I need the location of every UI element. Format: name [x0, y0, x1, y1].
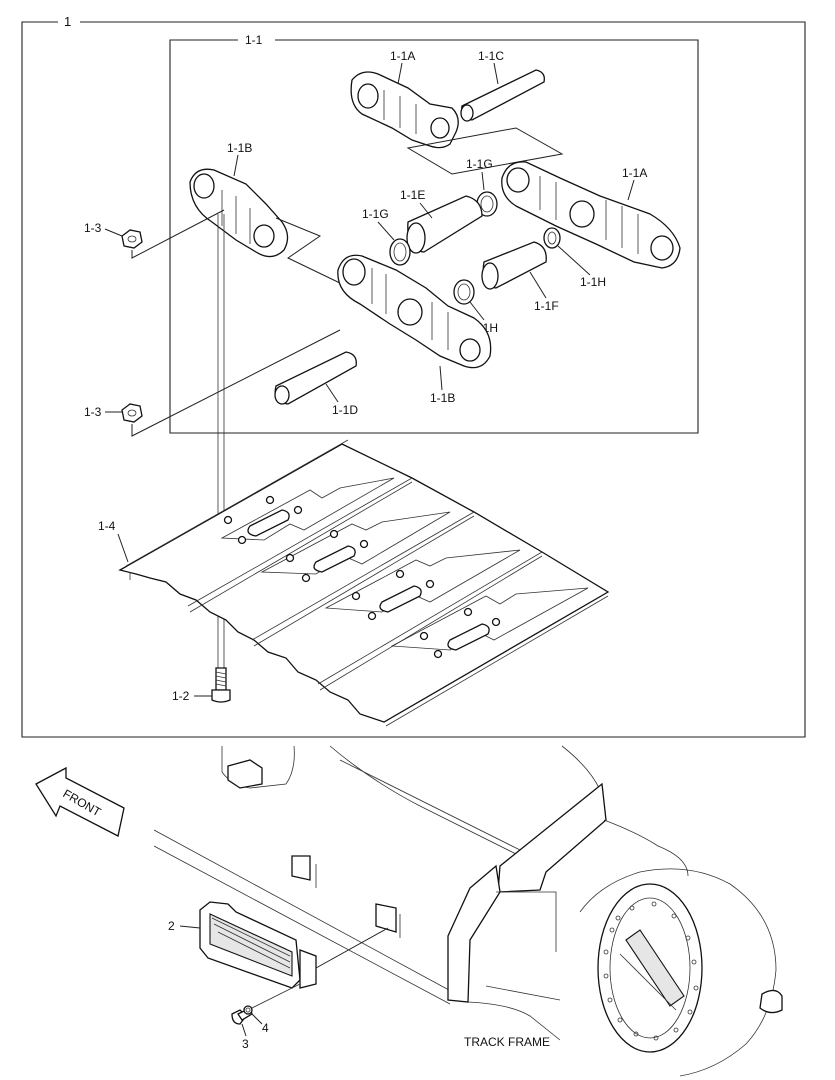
label-chain: 1-1	[245, 33, 263, 47]
label-link-1-1b-left: 1-1B	[227, 141, 252, 155]
assembly-frame: 1	[21, 14, 806, 738]
label-seal-1-1h-right: 1-1H	[580, 275, 606, 289]
shoe-bolt-holes	[223, 495, 501, 659]
label-nut-top: 1-3	[84, 221, 102, 235]
connector-left	[275, 217, 343, 285]
label-guard: 2	[168, 919, 175, 933]
link-center	[337, 254, 492, 369]
washer-4: 4	[243, 983, 301, 1035]
label-link-1-1b-bottom: 1-1B	[430, 391, 455, 405]
label-assembly: 1	[64, 14, 71, 29]
track-frame: TRACK FRAME	[153, 745, 783, 1077]
label-link-1-1a-right: 1-1A	[622, 166, 647, 180]
label-shoe: 1-4	[98, 519, 116, 533]
label-nut-bottom: 1-3	[84, 405, 102, 419]
label-link-1-1a-top: 1-1A	[390, 49, 415, 63]
label-seal-1-1g-top: 1-1G	[466, 157, 493, 171]
pin-1-1c: 1-1C	[460, 49, 545, 122]
pin-1-1d: 1-1D	[274, 351, 358, 417]
chain-frame: 1-1	[169, 33, 699, 434]
label-seal-1-1g-left: 1-1G	[362, 207, 389, 221]
label-pin-1-1d: 1-1D	[332, 403, 358, 417]
seal-1-1g-left: 1-1G	[362, 207, 411, 266]
link-1-1a-right: 1-1A	[501, 161, 681, 269]
label-washer: 4	[262, 1021, 269, 1035]
label-bushing-1-1e: 1-1E	[400, 188, 425, 202]
connector-top	[406, 127, 564, 175]
label-pin-1-1c: 1-1C	[478, 49, 504, 63]
bushing-1-1f: 1-1F	[481, 241, 559, 313]
label-track-frame: TRACK FRAME	[464, 1035, 550, 1049]
front-arrow: FRONT	[35, 766, 125, 837]
guard-2: 2	[168, 901, 389, 989]
link-1-1b-left: 1-1B	[189, 141, 289, 258]
track-shoes: 1-4	[98, 439, 610, 727]
bolt-1-2: 1-2	[172, 667, 231, 703]
nut-bottom: 1-3	[84, 329, 341, 437]
wheel-bolt-holes	[603, 901, 699, 1041]
label-bushing-1-1f: 1-1F	[534, 299, 559, 313]
nut-top: 1-3	[84, 209, 225, 259]
label-bolt-small: 3	[242, 1037, 249, 1051]
seal-1-1h-right: 1-1H	[543, 227, 606, 289]
link-1-1b-bottom: 1-1B	[430, 365, 455, 405]
label-bolt: 1-2	[172, 689, 190, 703]
link-1-1a-top: 1-1A	[350, 49, 459, 149]
bushing-1-1e: 1-1E	[400, 188, 483, 254]
